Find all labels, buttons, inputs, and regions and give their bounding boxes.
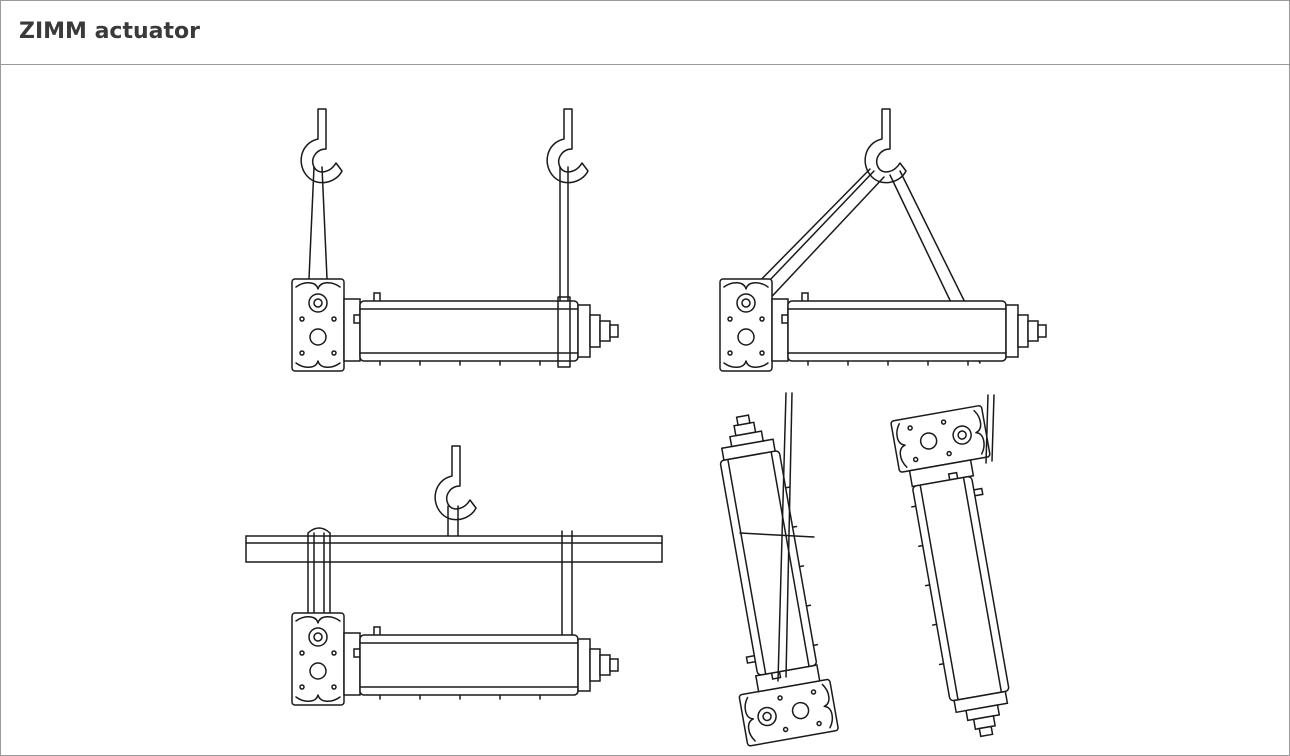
figure-spreader-beam-lift [245, 445, 663, 706]
figure-angled-sling-lift [719, 108, 1047, 372]
figure-vertical-lift-cap-up [690, 392, 840, 748]
lifting-instructions-drawing [245, 108, 1047, 748]
figure-two-point-lift [291, 108, 619, 372]
page-title: ZIMM actuator [19, 19, 200, 44]
figure-vertical-lift-cap-down [889, 394, 1039, 744]
header-bar: ZIMM actuator [1, 1, 1289, 65]
